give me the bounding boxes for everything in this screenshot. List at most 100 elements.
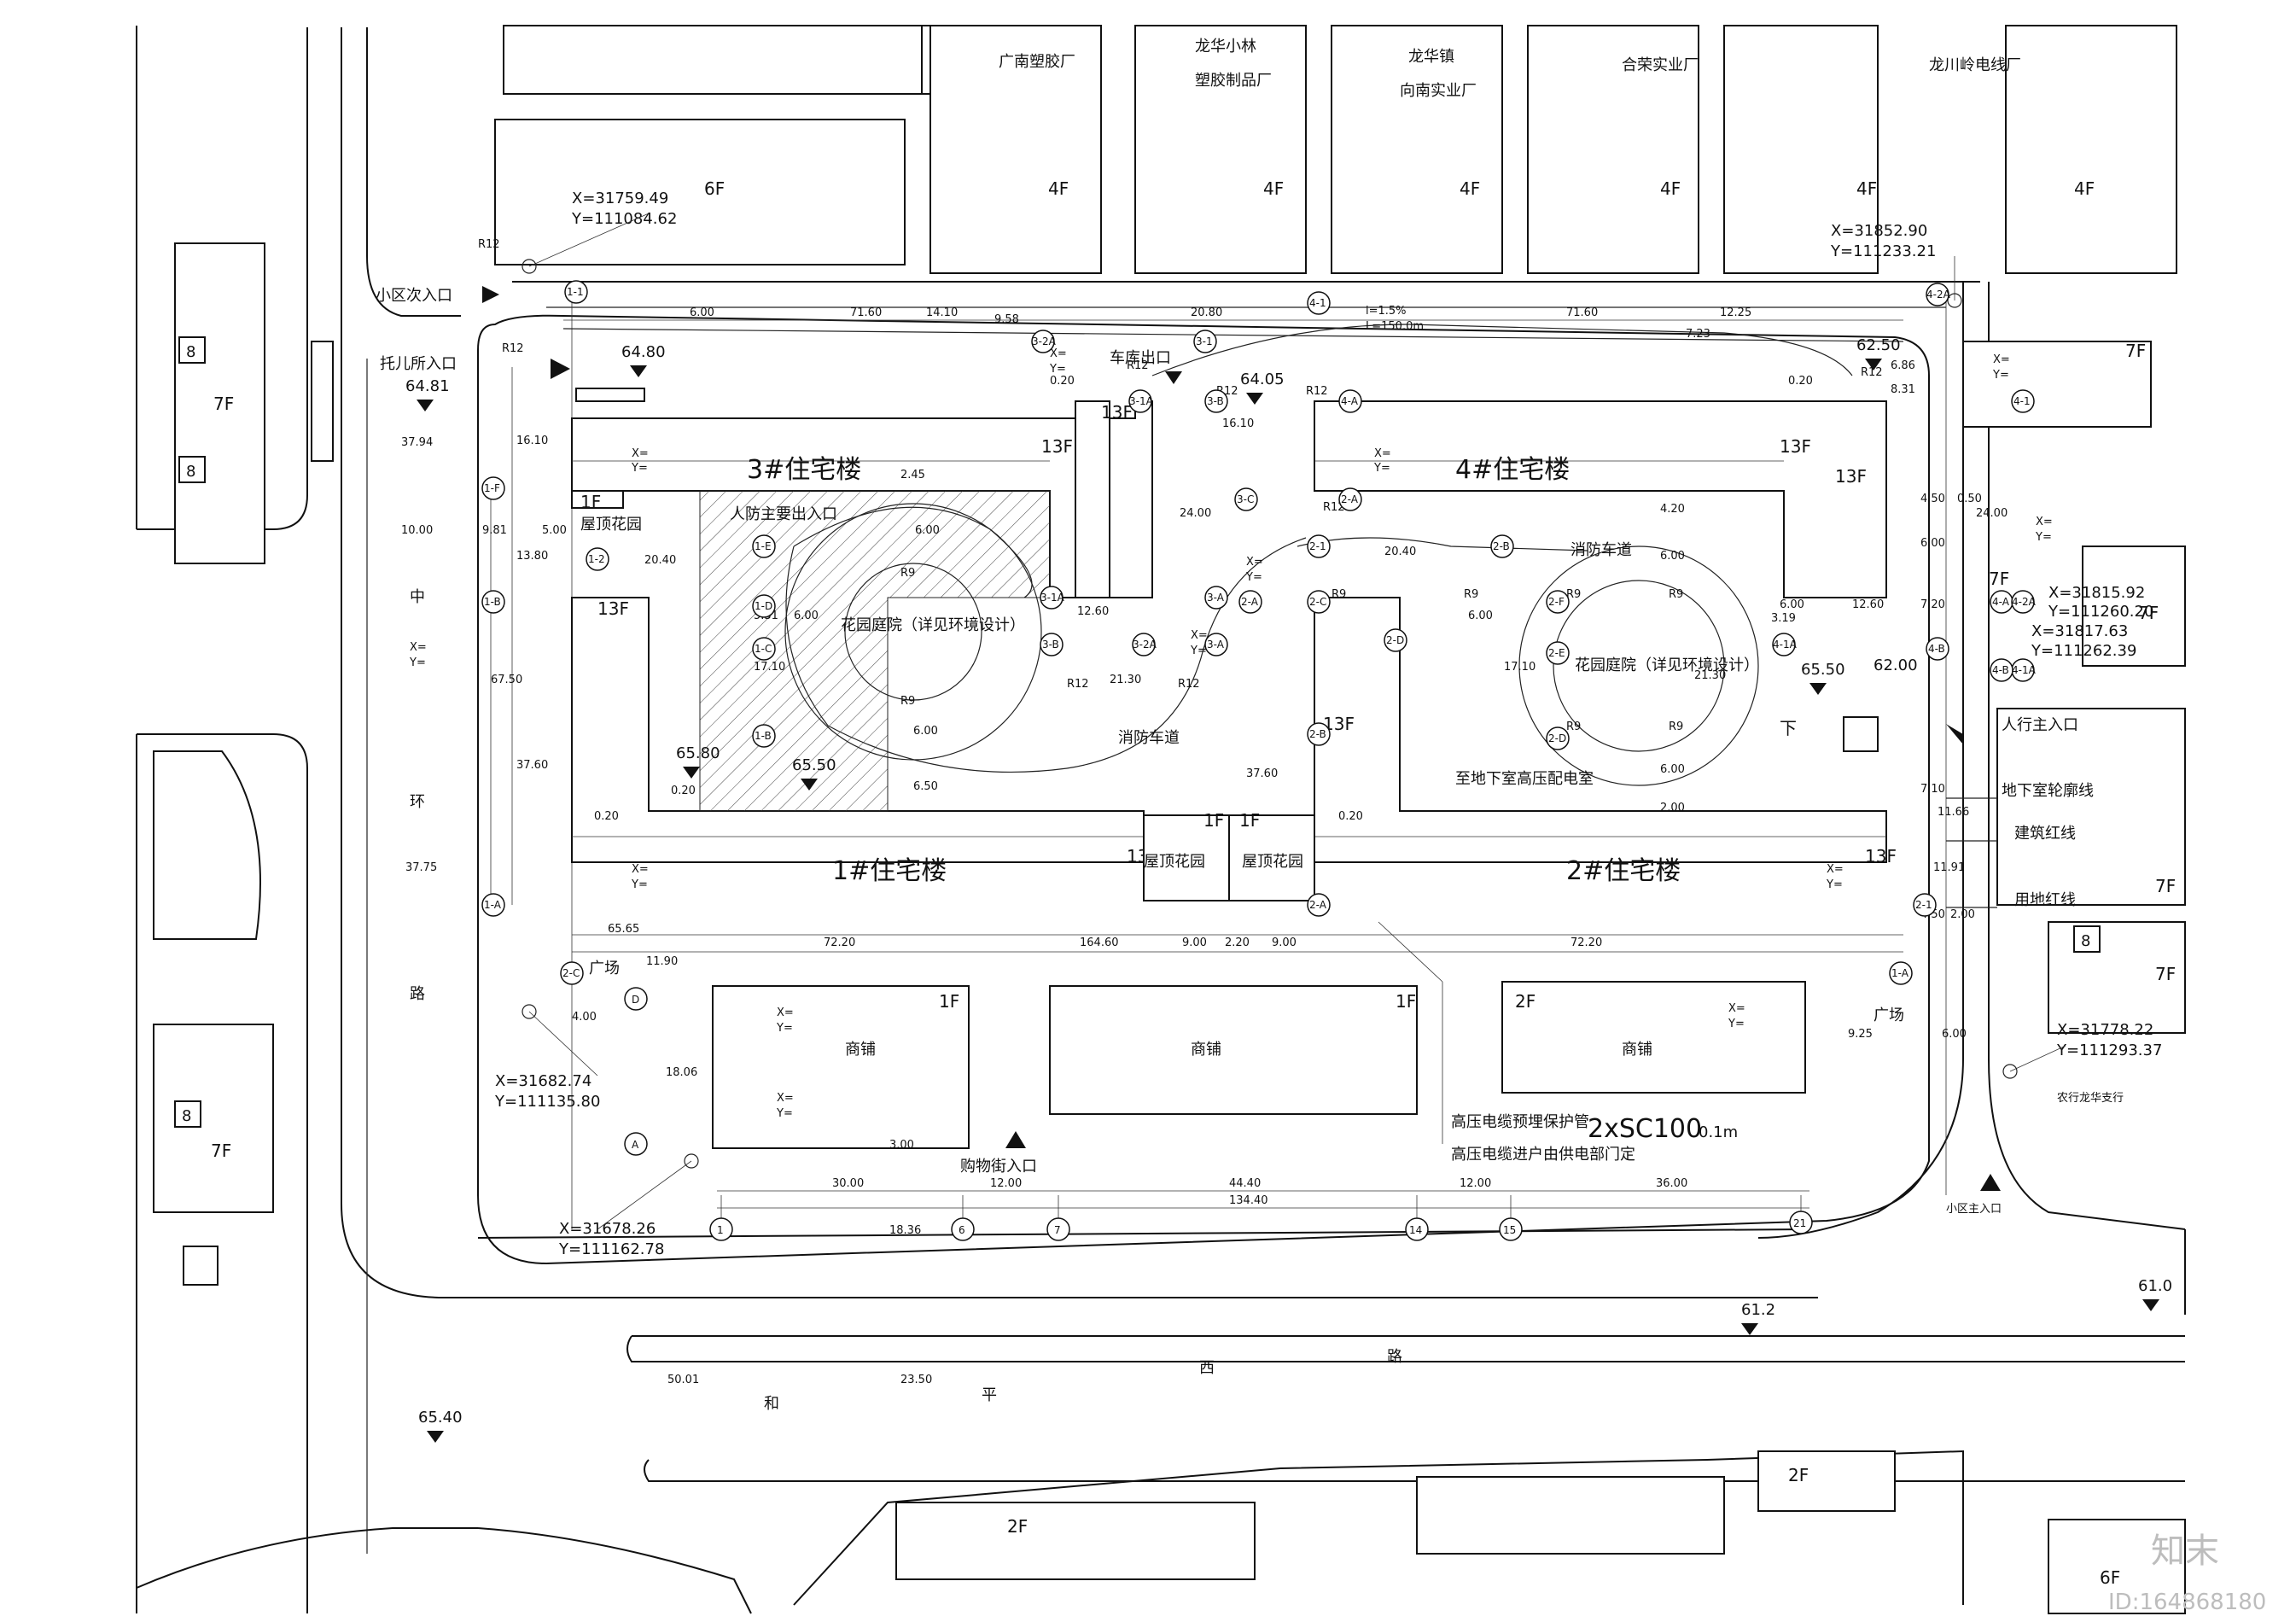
neighbor-labels: 广南塑胶厂 龙华小林 塑胶制品厂 龙华镇 向南实业厂 合荣实业厂 龙川岭电线厂 … <box>174 38 2176 1588</box>
axis-label: 2-D <box>1548 732 1566 744</box>
dim-label: 9.00 <box>1182 936 1207 949</box>
bank-label: 农行龙华支行 <box>2057 1092 2124 1105</box>
xy-placeholder: Y= <box>409 656 426 669</box>
dim-label: 6.00 <box>1660 550 1685 563</box>
road-char: 路 <box>410 985 425 1003</box>
coord-x: X=31852.90 <box>1831 222 1927 240</box>
axis-label: 3-B <box>1207 395 1224 407</box>
radius-label: R12 <box>478 238 500 251</box>
square-label: 广场 <box>589 960 620 977</box>
radius-label: R9 <box>1332 588 1346 601</box>
building-3: 3#住宅楼 13F 13F <box>571 400 1153 598</box>
floor-label: 13F <box>1780 436 1811 457</box>
radius-label: R12 <box>1861 366 1883 379</box>
coord-x: X=31759.49 <box>572 190 668 207</box>
radius-label: R12 <box>1127 359 1149 372</box>
elevation-label: 62.50 <box>1856 336 1901 354</box>
secondary-entrance-label: 小区次入口 <box>376 287 452 305</box>
shop-label: 商铺 <box>845 1041 876 1059</box>
xy-placeholder: Y= <box>1190 645 1207 657</box>
dim-label: 72.20 <box>824 936 855 949</box>
dims-left: 37.94 10.00 9.81 5.00 20.40 16.10 13.80 … <box>401 435 678 968</box>
xy-placeholder: X= <box>777 1092 794 1105</box>
coord-y: Y=111135.80 <box>494 1093 600 1111</box>
dim-label: 134.40 <box>1229 1194 1268 1207</box>
factory-label: 广南塑胶厂 <box>999 53 1075 71</box>
dim-label: 2.45 <box>900 469 925 481</box>
shops: 商铺 商铺 商铺 1F 1F 2F 广场 广场 <box>589 960 1904 1149</box>
radius-label: R9 <box>1566 588 1581 601</box>
floor-label: 4F <box>1263 178 1284 199</box>
road-labels: 中 环 路 和 平 西 路 <box>410 588 1402 1413</box>
dim-label: 71.60 <box>1566 306 1598 319</box>
road-char: 环 <box>410 793 425 811</box>
axis-label: 1-2 <box>588 553 605 565</box>
dim-label: 50.01 <box>667 1374 699 1386</box>
floor-label: 13F <box>1835 466 1867 487</box>
floor-label: 6F <box>704 178 725 199</box>
dim-label: 20.80 <box>1191 306 1222 319</box>
dim-label: 37.60 <box>516 759 548 772</box>
floor-label: 7F <box>1989 569 2009 589</box>
dim-label: 8.31 <box>1891 383 1915 396</box>
axis-label: 2-1 <box>1915 899 1932 911</box>
dim-label: 21.30 <box>1694 669 1726 682</box>
dim-label: 0.20 <box>1050 375 1075 388</box>
axis-label: 1-B <box>484 596 501 608</box>
xy-placeholder: Y= <box>1992 369 2009 382</box>
dim-label: 44.40 <box>1229 1177 1261 1190</box>
xy-placeholder: X= <box>777 1006 794 1019</box>
dims-mid: 2.45 6.00 24.00 16.10 12.60 21.30 5.31 6… <box>594 375 2008 921</box>
legend-land-line: 用地红线 <box>2014 891 2076 909</box>
elevations: 64.80 64.81 64.05 62.50 62.00 65.50 65.8… <box>405 336 2172 1443</box>
neighbor-number: 8 <box>182 1107 191 1125</box>
down-label: 下 <box>1780 718 1797 738</box>
dim-label: 11.66 <box>1938 806 1969 819</box>
xy-placeholder: Y= <box>776 1022 793 1035</box>
dim-label: 5.00 <box>542 524 567 537</box>
dim-label: 0.20 <box>671 785 696 797</box>
cable-note: 2xSC100 0.1m 高压电缆预埋保护管 高压电缆进户由供电部门定 <box>1378 921 1738 1164</box>
dim-label: 14.10 <box>926 306 958 319</box>
roof-garden-links: 屋顶花园 屋顶花园 屋顶花园 1F 1F 1F 7F <box>580 492 2009 901</box>
dim-label: 2.20 <box>1225 936 1250 949</box>
xy-placeholder: Y= <box>631 878 648 891</box>
dim-label: 9.00 <box>1272 936 1297 949</box>
dim-label: 0.20 <box>594 810 619 823</box>
axis-label: 3-2A <box>1133 639 1157 651</box>
main-entrance-label: 小区主入口 <box>1946 1203 2002 1216</box>
xy-placeholder: X= <box>410 641 427 654</box>
floor-label: 6F <box>2100 1567 2120 1588</box>
dim-label: 36.00 <box>1656 1177 1687 1190</box>
axis-bubbles-grid: 1-1 1-2 1-B 1-A 1-F 1-E 1-D 1-C 1-B 3-A … <box>481 280 2037 985</box>
elevation-label: 64.05 <box>1240 370 1285 388</box>
axis-label: 3-A <box>1207 639 1225 651</box>
axis-label: 2-E <box>1548 647 1565 659</box>
floor-label: 13F <box>1865 846 1897 866</box>
fire-lanes: 花园庭院（详见环境设计） 花园庭院（详见环境设计） 消防车道 消防车道 至地下室… <box>784 324 1853 788</box>
factory-label: 龙华镇 <box>1408 48 1454 66</box>
legend-building-line: 建筑红线 <box>2014 825 2076 843</box>
floor-label: 1F <box>580 492 601 512</box>
axis-label: 1-B <box>755 730 772 742</box>
coord-y: Y=111293.37 <box>2056 1041 2162 1059</box>
axis-label: 4-1A <box>2012 664 2037 676</box>
factory-label: 塑胶制品厂 <box>1195 72 1272 90</box>
dim-label: 6.50 <box>913 780 938 793</box>
shop-label: 商铺 <box>1191 1041 1221 1059</box>
coord-x: X=31815.92 <box>2048 584 2145 602</box>
dim-label: 20.40 <box>1384 546 1416 558</box>
building-1: 1#住宅楼 13F 13F <box>571 597 1158 886</box>
axis-label: 3-1 <box>1196 335 1213 347</box>
axis-label: 2-B <box>1493 540 1510 552</box>
dim-label: 7.20 <box>1920 598 1945 611</box>
factory-label: 龙川岭电线厂 <box>1929 56 2021 74</box>
factory-label: 合荣实业厂 <box>1622 56 1699 74</box>
axis-label: 3-A <box>1207 592 1225 604</box>
elevation-label: 61.2 <box>1741 1301 1775 1319</box>
coord-x: X=31817.63 <box>2031 622 2128 640</box>
dim-label: 6.00 <box>794 610 819 622</box>
radius-label: R9 <box>900 695 915 708</box>
dim-label: 30.00 <box>832 1177 864 1190</box>
cable-line2: 高压电缆进户由供电部门定 <box>1451 1146 1635 1164</box>
